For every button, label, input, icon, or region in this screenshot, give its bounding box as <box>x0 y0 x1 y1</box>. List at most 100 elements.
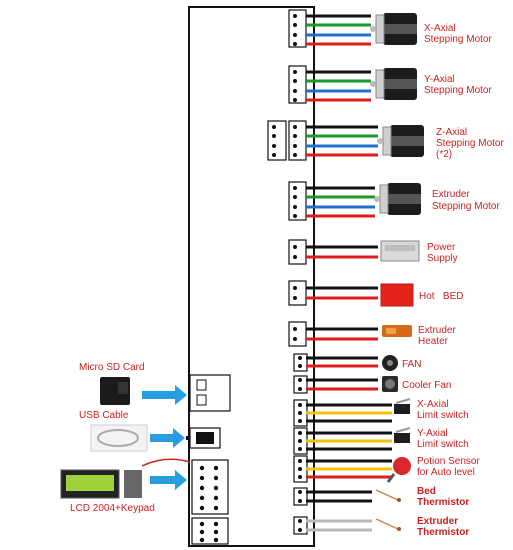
z-motor-icon-flange <box>382 126 392 156</box>
z-motor-second-header-pin <box>272 144 276 148</box>
y-limit-header-pin <box>298 447 302 451</box>
bed-thermistor-header-pin <box>298 499 302 503</box>
x-limit-switch-icon <box>394 404 410 414</box>
sd-slot-contact-2 <box>196 394 207 406</box>
lcd-header-pin <box>199 495 205 501</box>
cooler-fan-label: Cooler Fan <box>402 380 452 391</box>
bed-thermistor-icon <box>375 489 399 501</box>
cooler-fan-header-pin <box>298 387 302 391</box>
sd-arrow <box>142 391 177 399</box>
heater-header-pin <box>293 337 297 341</box>
power-header <box>288 239 307 265</box>
x-limit-label-1: X-Axial <box>417 399 449 410</box>
cooler-fan-header <box>293 375 308 394</box>
sd-slot-contact-1 <box>196 379 207 391</box>
lcd-header-2-pin <box>213 529 219 535</box>
lcd-header-pin <box>199 475 205 481</box>
lcd-header-2-pin <box>199 537 205 543</box>
x-motor-icon-band <box>383 24 417 34</box>
y-limit-header-pin <box>298 431 302 435</box>
fan-hub <box>387 360 393 366</box>
cooler-fan-rotor <box>385 379 395 389</box>
fan-header-pin <box>298 356 302 360</box>
wires <box>306 14 392 532</box>
lcd-header-pin <box>199 465 205 471</box>
y-motor-header-pin <box>293 70 297 74</box>
z-motor-header-pin <box>293 144 297 148</box>
y-motor-header-pin <box>293 98 297 102</box>
z-motor-second-header-pin <box>272 125 276 129</box>
extruder-motor-icon-flange <box>379 184 389 214</box>
z-motor-header-pin <box>293 153 297 157</box>
lcd-header-pin <box>213 505 219 511</box>
probe-label-1: Potion Sensor <box>417 456 480 467</box>
x-limit-header-pin <box>298 419 302 423</box>
extruder-thermistor-bead <box>397 527 401 531</box>
lcd-header-2-pin <box>213 537 219 543</box>
lcd-header-pin <box>213 465 219 471</box>
heater-label-1: Extruder <box>418 325 456 336</box>
y-limit-header-pin <box>298 439 302 443</box>
bed-thermistor-header-pin <box>298 490 302 494</box>
y-motor-header-pin <box>293 89 297 93</box>
heater-header-pin <box>293 327 297 331</box>
power-label-2: Supply <box>427 253 458 264</box>
usb-cable-coil <box>97 429 139 447</box>
lcd-header-2-pin <box>213 521 219 527</box>
extruder-thermistor-icon <box>375 518 399 530</box>
x-limit-label-2: Limit switch <box>417 410 469 421</box>
power-supply-vent <box>385 245 415 251</box>
extruder-thermistor-header-pin <box>298 528 302 532</box>
y-motor-label-1: Y-Axial <box>424 74 455 85</box>
devices <box>370 13 424 531</box>
cooler-fan-header-pin <box>298 378 302 382</box>
y-motor-icon-shaft <box>370 81 376 87</box>
bed-thermistor-header <box>293 487 308 506</box>
z-motor-second-header-pin <box>272 134 276 138</box>
x-motor-header-pin <box>293 14 297 18</box>
x-limit-header-pin <box>298 411 302 415</box>
probe-header-pin <box>298 475 302 479</box>
z-motor-header-pin <box>293 134 297 138</box>
extruder-motor-header <box>288 181 307 221</box>
z-motor-second-header <box>267 120 287 161</box>
x-limit-lever <box>395 398 411 404</box>
lcd-header-pin <box>199 485 205 491</box>
lcd-header-pin <box>213 495 219 501</box>
z-motor-header <box>288 120 307 161</box>
micro-sd-icon <box>118 382 128 394</box>
x-motor-label-1: X-Axial <box>424 23 456 34</box>
extruder-motor-header-pin <box>293 214 297 218</box>
y-motor-header-pin <box>293 79 297 83</box>
probe-label-2: for Auto level <box>417 467 475 478</box>
z-motor-label-3: (*2) <box>436 149 453 160</box>
fan-label: FAN <box>402 359 422 370</box>
lcd-header-pin <box>213 485 219 491</box>
y-limit-label-1: Y-Axial <box>417 428 448 439</box>
z-motor-header-pin <box>293 125 297 129</box>
hot-bed-header-pin <box>293 286 297 290</box>
y-limit-lever <box>395 427 411 433</box>
usb-port-inner <box>196 432 214 444</box>
lcd-label: LCD 2004+Keypad <box>70 503 155 514</box>
x-motor-header <box>288 9 307 48</box>
probe-header-pin <box>298 467 302 471</box>
z-motor-label-1: Z-Axial <box>436 127 468 138</box>
heater-block <box>386 328 396 334</box>
hot-bed-icon <box>380 283 414 307</box>
lcd-header-pin <box>199 505 205 511</box>
heater-label-2: Heater <box>418 336 449 347</box>
lcd-arrow-head <box>175 470 187 490</box>
probe-stem <box>386 473 396 483</box>
x-motor-header-pin <box>293 23 297 27</box>
bed-thermistor-label-1: Bed <box>417 486 436 497</box>
y-motor-header <box>288 65 307 104</box>
extruder-motor-icon-band <box>387 194 421 204</box>
usb-arrow-head <box>173 428 185 448</box>
z-motor-icon-shaft <box>377 138 383 144</box>
power-header-pin <box>293 255 297 259</box>
x-limit-header-pin <box>298 403 302 407</box>
x-motor-header-pin <box>293 33 297 37</box>
y-limit-switch-icon <box>394 433 410 443</box>
